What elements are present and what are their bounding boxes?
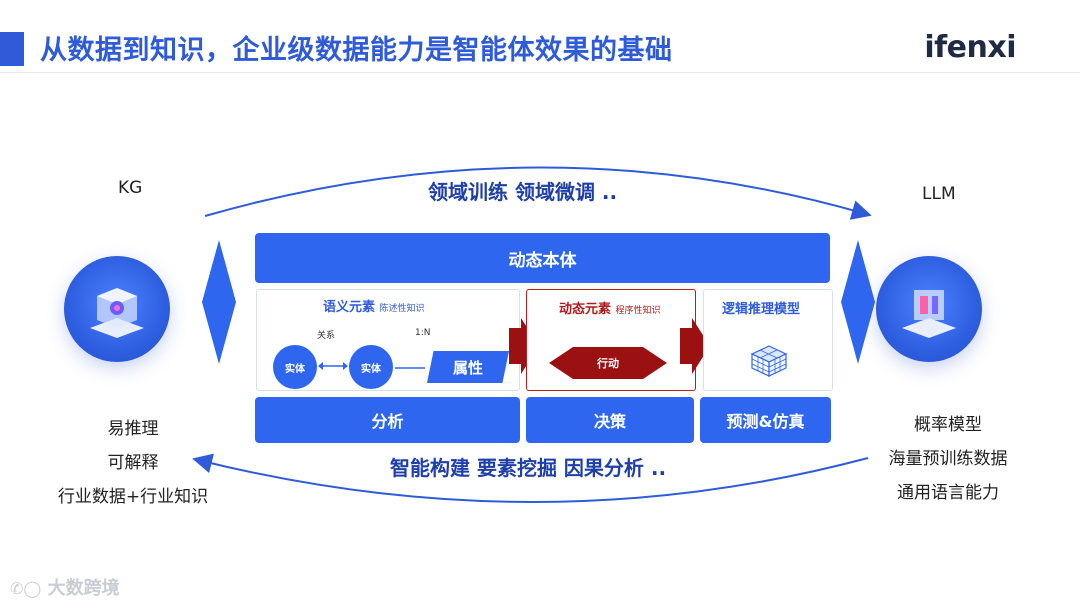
kg-features: 易推理 可解释 行业数据+行业知识 (52, 412, 214, 514)
kg-feature: 可解释 (107, 453, 159, 473)
arrow-right-icon (509, 318, 539, 374)
entity-node: 实体 (273, 345, 317, 389)
bidirectional-arrow-icon (318, 362, 348, 370)
semantic-elements-panel: 语义元素 陈述性知识 关系 1:N 实体 实体 属性 (256, 289, 520, 391)
cardinality-label: 1:N (415, 328, 431, 338)
dynamic-title: 动态元素 程序性知识 (559, 298, 661, 317)
title-accent-bar (0, 32, 24, 66)
bottom-caption: 智能构建 要素挖掘 因果分析 .. (390, 456, 667, 480)
dynamic-title-text: 动态元素 (559, 302, 612, 317)
llm-features: 概率模型 海量预训练数据 通用语言能力 (868, 408, 1028, 510)
cube-grid-icon (750, 345, 788, 377)
watermark: ✆◯ 大数跨境 (10, 574, 120, 600)
watermark-logo-icon: ✆◯ (10, 579, 42, 598)
dynamic-subtitle: 程序性知识 (615, 306, 661, 316)
kg-cube-icon (90, 288, 144, 338)
semantic-title-text: 语义元素 (323, 300, 376, 315)
page-title: 从数据到知识，企业级数据能力是智能体效果的基础 (40, 35, 673, 66)
header-divider (0, 72, 1080, 73)
dynamic-elements-panel: 动态元素 程序性知识 行动 (526, 289, 696, 391)
kg-feature: 易推理 (107, 419, 159, 439)
semantic-subtitle: 陈述性知识 (379, 304, 425, 314)
semantic-title: 语义元素 陈述性知识 (323, 296, 425, 315)
analysis-bar: 分析 (255, 397, 520, 443)
llm-feature: 海量预训练数据 (888, 449, 1008, 469)
bottom-arc-arrow (192, 453, 869, 503)
top-caption: 领域训练 领域微调 .. (428, 180, 618, 204)
top-arc-arrow (204, 166, 872, 220)
left-diamond (202, 302, 236, 364)
kg-label: KG (118, 178, 143, 198)
llm-feature: 概率模型 (914, 415, 982, 435)
entity-node: 实体 (349, 345, 393, 389)
dynamic-ontology-bar: 动态本体 (255, 233, 830, 283)
llm-feature: 通用语言能力 (897, 483, 999, 503)
prediction-bar: 预测&仿真 (700, 397, 831, 443)
action-diamond-shape (549, 347, 667, 379)
property-tag: 属性 (427, 351, 509, 383)
watermark-text: 大数跨境 (47, 578, 120, 599)
ifenxi-logo: ifenxi (924, 30, 1016, 65)
relation-label: 关系 (317, 331, 336, 341)
logic-model-panel: 逻辑推理模型 (703, 289, 833, 391)
arrow-right-icon (680, 318, 710, 374)
llm-cube-icon (902, 290, 956, 338)
kg-feature: 行业数据+行业知识 (57, 487, 209, 507)
connector-line (395, 367, 425, 369)
action-label: 行动 (597, 357, 619, 370)
right-diamond (841, 302, 875, 364)
logic-title: 逻辑推理模型 (722, 302, 801, 317)
llm-label: LLM (922, 184, 956, 204)
kg-circle (64, 256, 170, 362)
llm-circle (876, 256, 982, 362)
decision-bar: 决策 (526, 397, 694, 443)
